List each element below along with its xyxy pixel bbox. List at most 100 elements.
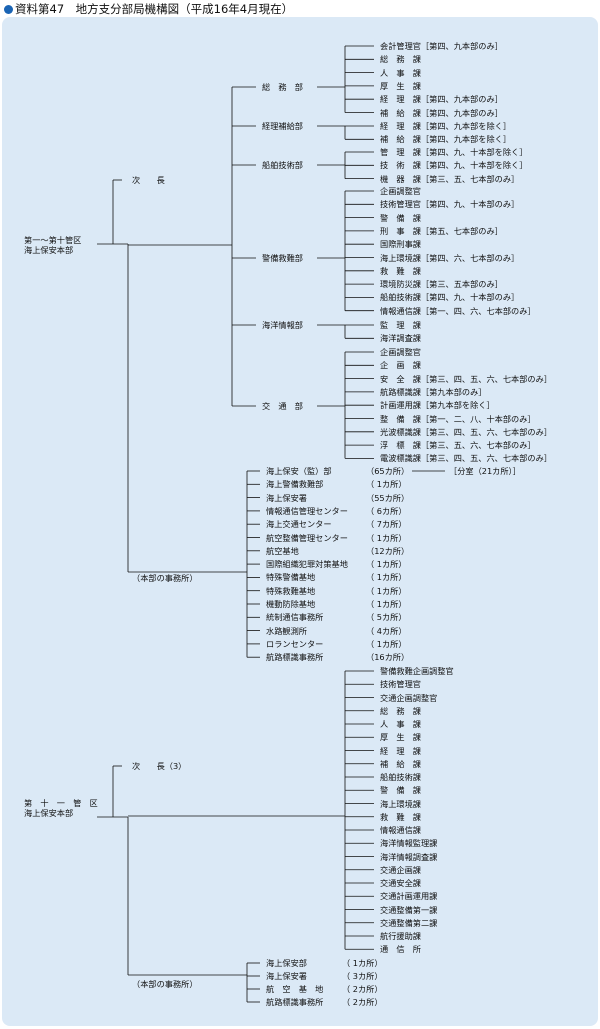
section-node: 人 事 課 [380, 719, 421, 729]
root-node-1: 第一～第十管区 海上保安本部 [24, 235, 82, 255]
department-node: 海洋情報部 [262, 320, 303, 330]
section-node: 救 難 課 [380, 265, 421, 276]
bullet-icon [4, 5, 13, 14]
section-node: 会計管理官［第四、九本部のみ］ [380, 41, 503, 51]
office-count: （ 1カ所） [366, 638, 407, 649]
office-node: 航空基地 [266, 545, 299, 556]
office-node: 機動防除基地 [266, 599, 316, 609]
section-node: 情報通信課［第一、四、六、七本部のみ］ [380, 305, 536, 316]
chart-panel [2, 17, 598, 1026]
office-count: （ 1カ所） [366, 532, 407, 543]
section-node: 船舶技術課 [380, 772, 421, 782]
office-count: （ 3カ所） [342, 971, 383, 981]
section-node: 安 全 課［第三、四、五、六、七本部のみ］ [380, 373, 552, 384]
section-node: 技術管理官 [380, 679, 421, 690]
office-count: （ 5カ所） [366, 612, 407, 623]
section-node: 管 理 課［第四、九、十本部を除く］ [380, 147, 528, 157]
section-node: 補 給 課 [380, 758, 421, 769]
title-text: 資料第47 地方支分部局機構図（平成16年4月現在） [15, 2, 294, 16]
office-node: 情報通信管理センター [266, 505, 348, 516]
office-node: 海上交通センター [266, 519, 332, 530]
office-count: （ 7カ所） [366, 519, 407, 530]
section-node: 国際刑事課 [380, 239, 421, 250]
section-node: 船舶技術課［第四、九、十本部のみ］ [380, 292, 520, 303]
office-count: （ 6カ所） [366, 505, 407, 516]
section-node: 企画調整官 [380, 347, 421, 357]
section-node: 企画調整官 [380, 186, 421, 196]
section-node: 通 信 所 [380, 944, 421, 955]
office-count: （55カ所） [366, 492, 410, 503]
office-count: （ 1カ所） [366, 479, 407, 490]
office-count: （ 1カ所） [366, 585, 407, 596]
office-node: 航 空 基 地 [266, 984, 324, 994]
section-node: 交通整備第二課 [380, 917, 438, 928]
section-node: 救 難 課 [380, 811, 421, 822]
section-node: 交通企画課 [380, 864, 421, 875]
office-node: 統制通信事務所 [266, 612, 324, 623]
section-node: 厚 生 課 [380, 732, 421, 743]
section-node: 環境防災課［第三、五本部のみ］ [380, 279, 503, 290]
offices-heading-1: （本部の事務所） [132, 573, 198, 583]
section-node: 浮 標 課［第三、五、六、七本部のみ］ [380, 440, 536, 451]
section-node: 電波標識課［第三、四、五、六、七本部のみ］ [380, 453, 552, 464]
branch-office-note: ［分室（21カ所）］ [449, 466, 521, 476]
section-node: 海洋情報監理課 [380, 838, 438, 849]
office-count: （65カ所） [366, 466, 410, 476]
office-node: 国際組織犯罪対策基地 [266, 559, 348, 570]
office-node: 航路標識事務所 [266, 652, 324, 663]
office-node: 特殊救難基地 [266, 585, 316, 596]
section-node: 人 事 課 [380, 67, 421, 78]
department-node: 総 務 部 [262, 82, 303, 92]
office-node: 水路観測所 [266, 625, 307, 636]
office-node: 航路標識事務所 [266, 997, 324, 1007]
offices-heading-2: （本部の事務所） [132, 979, 198, 989]
office-node: 特殊警備基地 [266, 572, 316, 583]
department-node: 警備救難部 [262, 253, 303, 263]
section-node: 交通企画調整官 [380, 692, 438, 703]
section-node: 警備救難企画調整官 [380, 666, 454, 676]
office-count: （ 1カ所） [342, 958, 383, 968]
section-node: 厚 生 課 [380, 80, 421, 91]
office-count: （ 1カ所） [366, 599, 407, 609]
department-node: 船舶技術部 [262, 160, 303, 170]
section-node: 海上環境課 [380, 798, 421, 809]
office-node: 海上保安署 [266, 492, 307, 503]
section-node: 海上環境課［第四、六、七本部のみ］ [380, 252, 520, 263]
section-node: 企 画 課 [380, 360, 421, 371]
section-node: 警 備 課 [380, 212, 421, 223]
department-node: 経理補給部 [262, 121, 303, 131]
office-node: 海上保安（監）部 [266, 466, 332, 476]
section-node: 監 理 課 [380, 320, 421, 330]
office-count: （ 1カ所） [366, 559, 407, 570]
office-node: 航空整備管理センター [266, 532, 348, 543]
section-node: 総 務 課 [380, 54, 421, 65]
section-node: 航行援助課 [380, 931, 421, 941]
section-node: 補 給 課［第四、九本部を除く］ [380, 134, 512, 145]
section-node: 交通整備第一課 [380, 904, 438, 915]
section-node: 経 理 課［第四、九本部のみ］ [380, 94, 503, 105]
vice-commander-2: 次 長（3） [132, 761, 187, 771]
section-node: 技術管理官［第四、九、十本部のみ］ [380, 199, 520, 210]
page-title: 資料第47 地方支分部局機構図（平成16年4月現在） [4, 1, 293, 17]
section-node: 海洋情報調査課 [380, 851, 438, 862]
office-count: （ 1カ所） [366, 572, 407, 583]
office-node: 海上保安部 [266, 958, 307, 968]
section-node: 総 務 課 [380, 705, 421, 716]
root-node-2: 第 十 一 管 区 海上保安本部 [24, 798, 98, 818]
section-node: 情報通信課 [380, 825, 421, 835]
office-node: 海上警備救難部 [266, 479, 324, 490]
section-node: 整 備 課［第一、二、八、十本部のみ］ [380, 413, 536, 424]
office-count: （12カ所） [366, 545, 410, 556]
section-node: 刑 事 課［第五、七本部のみ］ [380, 225, 503, 236]
office-count: （ 4カ所） [366, 625, 407, 636]
vice-commander-1: 次 長 [132, 175, 165, 185]
section-node: 経 理 課 [380, 745, 421, 756]
section-node: 警 備 課 [380, 785, 421, 796]
section-node: 海洋調査課 [380, 333, 421, 344]
section-node: 補 給 課［第四、九本部のみ］ [380, 107, 503, 118]
section-node: 航路標識課［第九本部のみ］ [380, 386, 487, 397]
office-node: ロランセンター [266, 638, 324, 649]
section-node: 経 理 課［第四、九本部を除く］ [380, 121, 512, 131]
section-node: 技 術 課［第四、九、十本部を除く］ [380, 160, 528, 171]
